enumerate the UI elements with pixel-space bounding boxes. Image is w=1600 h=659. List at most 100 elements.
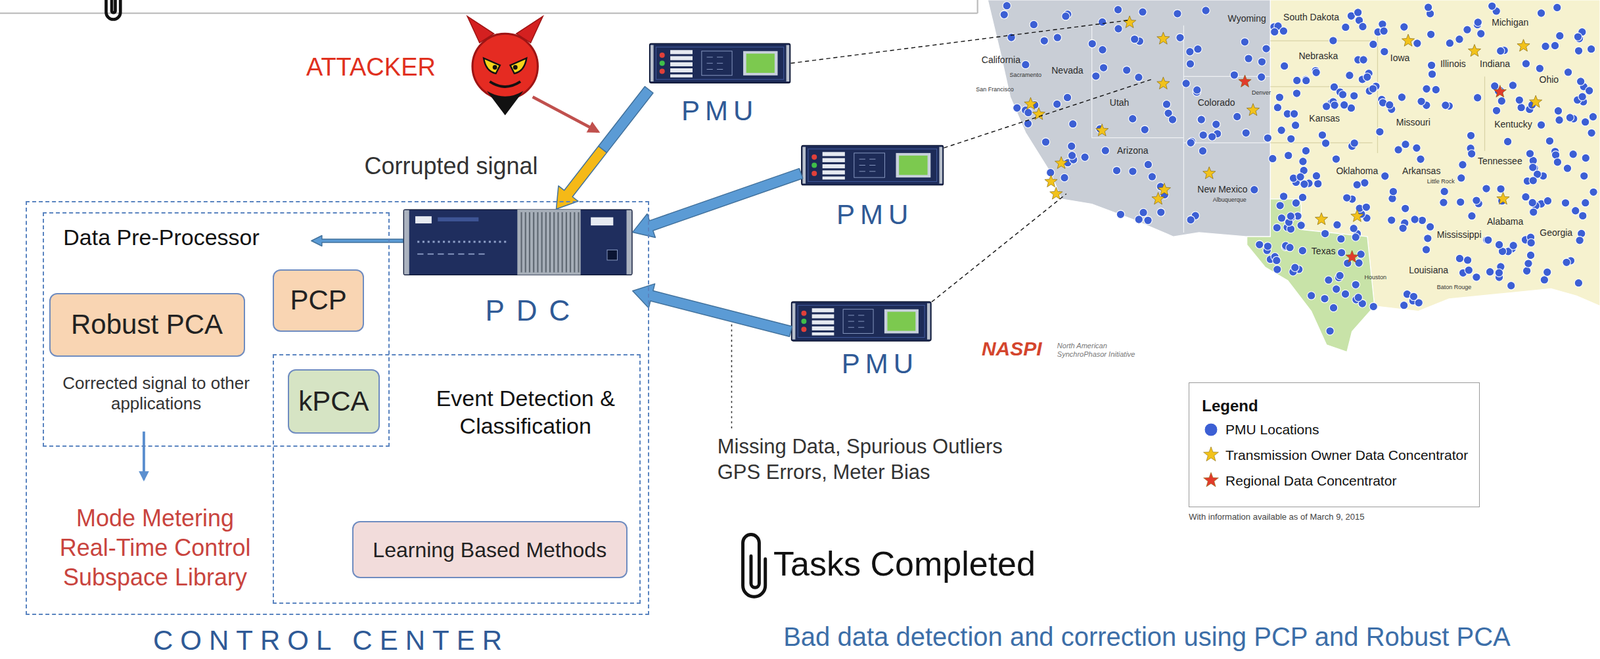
pmu-dot: [1394, 145, 1403, 154]
device-node: PMU: [649, 42, 792, 131]
pmu-dot: [1440, 187, 1449, 196]
pmu-dot: [1333, 220, 1342, 229]
pmu-dot: [1023, 119, 1032, 128]
pmu-dot: [1385, 101, 1394, 110]
pmu-dot: [1350, 91, 1359, 100]
owner-concentrator-star: [1314, 212, 1328, 225]
pmu-dot: [1263, 134, 1272, 142]
pmu-dot: [1562, 258, 1571, 267]
regional-concentrator-star: [1493, 85, 1507, 98]
pmu-dot: [1441, 101, 1450, 110]
pmu-dot: [1368, 84, 1377, 93]
pmu-dot: [1053, 33, 1062, 42]
paperclip-icon: [111, 0, 115, 13]
pmu-dot: [1497, 97, 1506, 106]
pmu-dot: [1168, 115, 1177, 124]
arrow-shape: [556, 146, 608, 210]
city-name: San Francisco: [975, 86, 1014, 94]
pmu-dot: [1553, 3, 1562, 12]
leader-line: [731, 324, 733, 429]
pmu-dot: [1297, 221, 1305, 230]
pmu-dot: [1584, 86, 1593, 95]
owner-concentrator-star: [1246, 103, 1259, 116]
pmu-dot: [1343, 193, 1351, 202]
pmu-dot: [1536, 120, 1545, 129]
pmu-dot: [1573, 32, 1582, 41]
pmu-device: [801, 145, 944, 186]
pmu-dot: [1380, 47, 1389, 56]
pmu-dot: [1284, 151, 1293, 160]
pmu-dot: [1069, 119, 1077, 128]
state-name: Kentucky: [1494, 118, 1533, 131]
pmu-dot: [1182, 79, 1190, 88]
owner-concentrator-star: [1401, 34, 1415, 46]
pmu-dot: [1097, 17, 1106, 26]
process-box: Learning Based Methods: [352, 521, 628, 579]
state-name: Arkansas: [1402, 165, 1441, 177]
attack-arrow: [532, 97, 598, 133]
pmu-dot: [1540, 275, 1549, 284]
pmu-dot: [1507, 281, 1516, 290]
state-name: Wyoming: [1228, 13, 1267, 25]
logo-text: NASPI: [981, 337, 1043, 361]
pmu-dot: [1092, 72, 1100, 81]
pmu-dot: [1422, 84, 1431, 93]
pmu-dot: [1345, 71, 1354, 80]
city-name: Denver: [1251, 89, 1271, 97]
pmu-dot: [1588, 113, 1597, 121]
pmu-dot: [1526, 251, 1535, 259]
edge-label: Corrupted signal: [364, 151, 538, 181]
pmu-dot: [1255, 240, 1264, 249]
pmu-dot: [1147, 172, 1156, 181]
pmu-dot: [1113, 5, 1122, 14]
pmu-dot: [1543, 268, 1552, 276]
pmu-dot: [1587, 128, 1596, 137]
state-name: Kansas: [1308, 113, 1340, 125]
city-name: Houston: [1364, 274, 1388, 282]
state-name: Texas: [1311, 245, 1336, 257]
pmu-dot: [1212, 120, 1221, 129]
city-name: Baton Rouge: [1437, 283, 1472, 292]
pmu-dot: [1052, 99, 1061, 108]
state-name: Indiana: [1479, 58, 1510, 70]
pmu-dot: [1565, 113, 1574, 122]
pmu-dot: [1464, 266, 1473, 275]
pmu-dot: [1359, 55, 1368, 64]
pmu-dot: [1201, 6, 1210, 15]
state-name: Utah: [1109, 97, 1130, 109]
pmu-dot: [1143, 160, 1152, 169]
pmu-dot: [1482, 184, 1491, 193]
arrow-shape: [598, 86, 654, 154]
pmu-dot: [1467, 211, 1476, 220]
pmu-dot: [1353, 8, 1362, 17]
pmu-dot: [1413, 39, 1422, 48]
owner-concentrator-star: [1496, 192, 1510, 205]
pmu-dot: [1277, 214, 1286, 223]
pmu-dot: [1525, 149, 1534, 158]
pmu-dot: [1416, 155, 1425, 163]
pmu-dot: [1466, 131, 1475, 140]
pmu-dot: [1354, 258, 1363, 267]
pmu-dot: [1494, 240, 1503, 249]
legend-text: Transmission Owner Data Concentrator: [1225, 446, 1468, 464]
owner-concentrator-star: [1054, 156, 1068, 169]
owner-concentrator-star: [1151, 192, 1165, 205]
pmu-dot: [1320, 294, 1329, 303]
pmu-dot: [1268, 154, 1277, 163]
devil-icon: [472, 33, 538, 99]
pmu-dot: [1112, 166, 1121, 175]
pmu-dot: [1341, 289, 1349, 298]
pmu-dot: [1240, 38, 1249, 46]
pmu-dot: [1293, 76, 1302, 85]
pmu-dot: [1425, 222, 1434, 231]
devil-icon: [513, 65, 518, 70]
pmu-dot: [1517, 103, 1526, 112]
pmu-dot: [1524, 259, 1533, 268]
node-title: PDC: [484, 293, 582, 329]
pmu-dot: [1423, 234, 1432, 243]
pmu-dot: [1329, 36, 1338, 45]
pmu-dot: [1024, 108, 1033, 117]
pmu-dot: [1314, 179, 1323, 188]
pmu-device: [649, 43, 790, 83]
